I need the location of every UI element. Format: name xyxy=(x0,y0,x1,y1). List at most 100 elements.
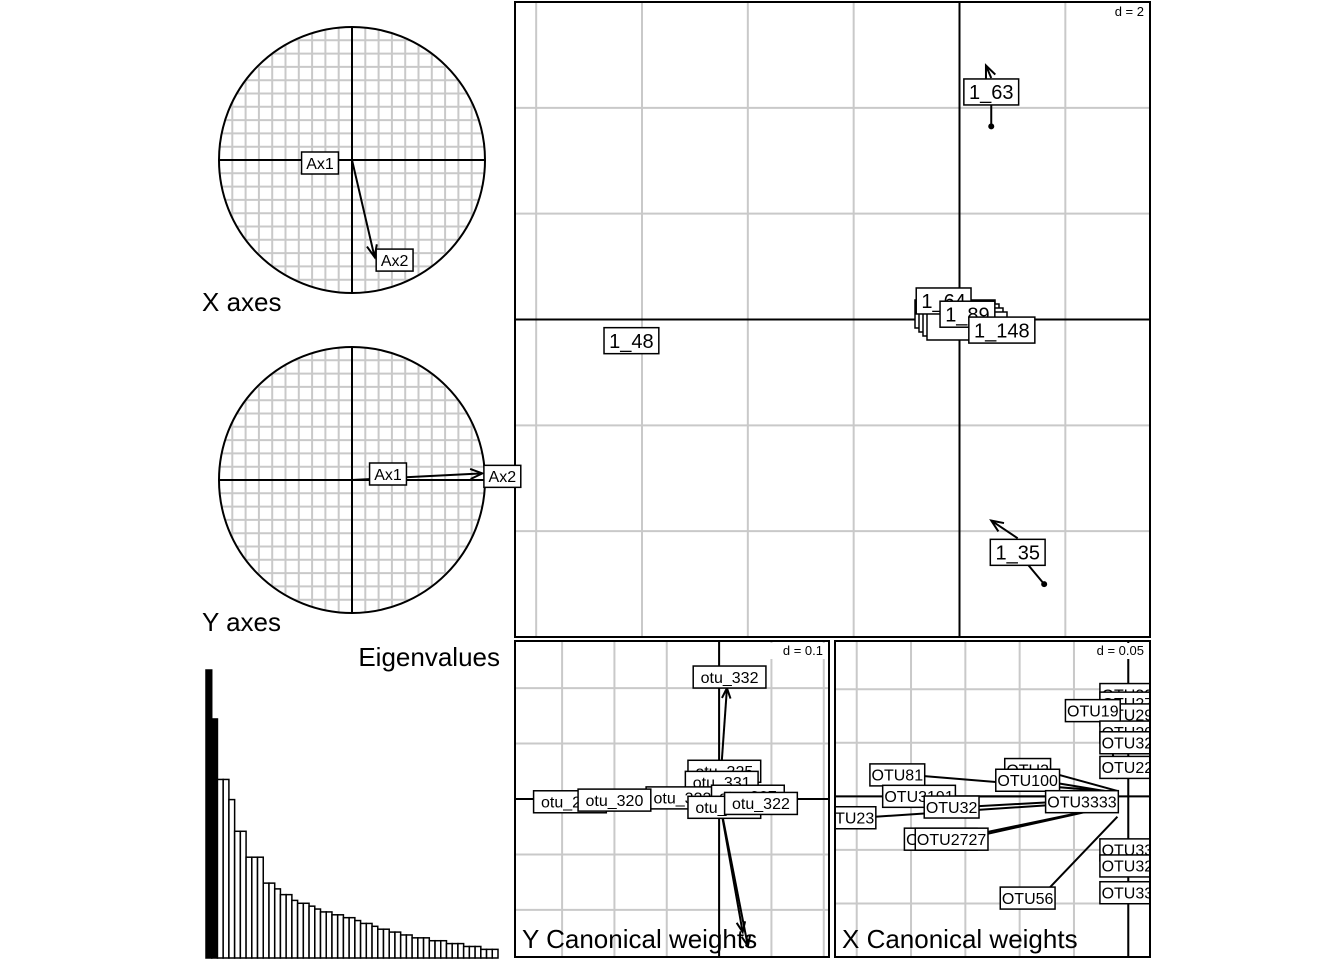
score-point xyxy=(988,123,995,130)
x-canonical-weights-panel: OTU3309OTU2780OTU2941OTU19OTU2968OTU3240… xyxy=(834,640,1151,958)
score-label: 1_89 xyxy=(939,300,996,328)
eigenvalue-bar xyxy=(331,914,339,959)
y-canonical-weights-panel: otu_332otu_325otu_331otu_333otu_327otu_2… xyxy=(514,640,830,958)
scores-grid-label: d = 2 xyxy=(1115,4,1144,19)
eigenvalue-bar xyxy=(308,905,316,959)
xcan-label: OTU3220 xyxy=(1099,854,1150,878)
xcan-label: OTU56 xyxy=(999,886,1056,910)
xcan-label-box xyxy=(1099,880,1150,905)
xcan-label-box xyxy=(914,827,989,851)
xcan-label: OTU23 xyxy=(835,805,877,830)
xcan-frame xyxy=(834,640,1151,958)
score-arrow-head xyxy=(989,519,1005,533)
eigenvalue-bar xyxy=(371,925,379,959)
eigenvalue-bar xyxy=(210,718,219,959)
xcan-label: OTU32 xyxy=(923,795,980,819)
yaxes-vector-label: Ax1 xyxy=(368,462,408,486)
score-arrow-shaft xyxy=(990,519,1019,540)
eigenvalue-bar xyxy=(480,948,488,959)
xcan-label-text: OTU100 xyxy=(997,773,1058,790)
eigenvalue-bar xyxy=(302,902,310,959)
eigenvalue-bar xyxy=(314,908,322,959)
eigenvalue-bar xyxy=(239,830,247,959)
eigenvalue-bar xyxy=(468,945,476,959)
eigenvalue-bar xyxy=(216,778,224,959)
eigenvalue-bar xyxy=(439,939,448,959)
eigenvalue-bar xyxy=(462,945,471,959)
xcan-label-text: OTU32 xyxy=(926,800,978,817)
eigenvalue-bar xyxy=(319,911,327,959)
eigenvalue-bar xyxy=(205,669,213,959)
score-label-box xyxy=(989,538,1046,567)
yaxes-vector-head xyxy=(469,467,485,480)
ycan-vector xyxy=(718,798,747,935)
score-point xyxy=(1041,581,1048,588)
xcan-label-box xyxy=(923,795,980,819)
xcan-label: OTU2727 xyxy=(914,827,989,851)
score-label: 1_48 xyxy=(603,326,660,355)
eigenvalue-bar xyxy=(422,937,431,959)
score-label-text: 1_63 xyxy=(969,82,1014,104)
eigenvalue-bar xyxy=(359,922,368,959)
score-label: 1_63 xyxy=(963,78,1020,106)
xcan-grid-label-bg xyxy=(1082,643,1148,659)
eigenvalue-bar xyxy=(251,856,259,959)
xcan-vector-shaft xyxy=(1038,815,1119,899)
yaxes-vector-label-text: Ax1 xyxy=(374,467,402,484)
xcan-label: OTU81 xyxy=(869,763,926,787)
eigenvalue-bar xyxy=(228,798,236,959)
eigenvalue-bar xyxy=(256,856,265,959)
eigenvalue-bar xyxy=(365,922,373,959)
ycan-label: otu_332 xyxy=(692,665,767,689)
xcan-label-text: OTU19 xyxy=(1067,703,1119,720)
xcan-label-box xyxy=(1064,698,1121,723)
xaxes-vector-shaft xyxy=(351,159,376,258)
xcan-label-box xyxy=(1044,789,1120,814)
xcan-label: OTU3240 xyxy=(1099,731,1150,755)
eigenvalue-bar xyxy=(233,830,242,959)
ycan-title: Y Canonical weights xyxy=(522,924,757,954)
score-arrow-head xyxy=(984,63,996,79)
ycan-label-box xyxy=(577,788,652,812)
eigenvalue-bar xyxy=(405,934,413,959)
eigenvalue-bar xyxy=(245,856,253,959)
yaxes-title: Y axes xyxy=(202,607,281,637)
xaxes-vector-label-text: Ax2 xyxy=(381,253,409,270)
xcan-label-text: OTU2727 xyxy=(917,832,986,849)
ycan-grid-label: d = 0.1 xyxy=(783,643,823,658)
eigenvalue-bar xyxy=(491,948,499,959)
xcan-label: OTU2228 xyxy=(1099,755,1150,780)
eigenvalue-bar xyxy=(291,899,299,959)
ycan-label-text: otu_322 xyxy=(732,796,790,813)
eigenvalue-bar xyxy=(354,919,362,959)
eigenvalue-bar xyxy=(399,934,408,959)
xcan-label-text: OTU81 xyxy=(872,768,924,785)
ycan-vector-head xyxy=(740,934,752,949)
xcan-label: OTU3321 xyxy=(1099,880,1150,905)
score-label-box xyxy=(603,326,660,355)
ycan-label: otu_322 xyxy=(723,791,799,816)
yaxes-vector-label-box xyxy=(483,464,522,489)
xaxes-vector-label: Ax1 xyxy=(300,151,340,175)
eigenvalue-bar xyxy=(445,942,453,959)
eigenvalue-bar xyxy=(279,893,287,959)
score-arrow xyxy=(989,519,1019,540)
scores-grid-label-bg xyxy=(1104,4,1148,20)
ycan-label-text: otu_332 xyxy=(701,670,759,687)
xaxes-unit-circle xyxy=(218,26,486,294)
xaxes-title: X axes xyxy=(202,287,282,317)
eigenvalue-bar xyxy=(296,902,305,959)
xaxes-vector-label: Ax2 xyxy=(375,248,414,272)
score-label-box xyxy=(963,78,1020,106)
xcan-label-box xyxy=(999,886,1056,910)
score-label-box xyxy=(968,316,1036,344)
ycan-grid-label-bg xyxy=(768,643,827,659)
score-label-text: 1_148 xyxy=(974,320,1030,342)
xcan-label-text: OTU56 xyxy=(1002,891,1054,908)
xaxes-vector-label-box xyxy=(375,248,414,272)
eigenvalue-bar xyxy=(474,945,482,959)
score-label: 1_35 xyxy=(989,538,1046,567)
xcan-content: OTU3309OTU2780OTU2941OTU19OTU2968OTU3240… xyxy=(835,641,1150,957)
